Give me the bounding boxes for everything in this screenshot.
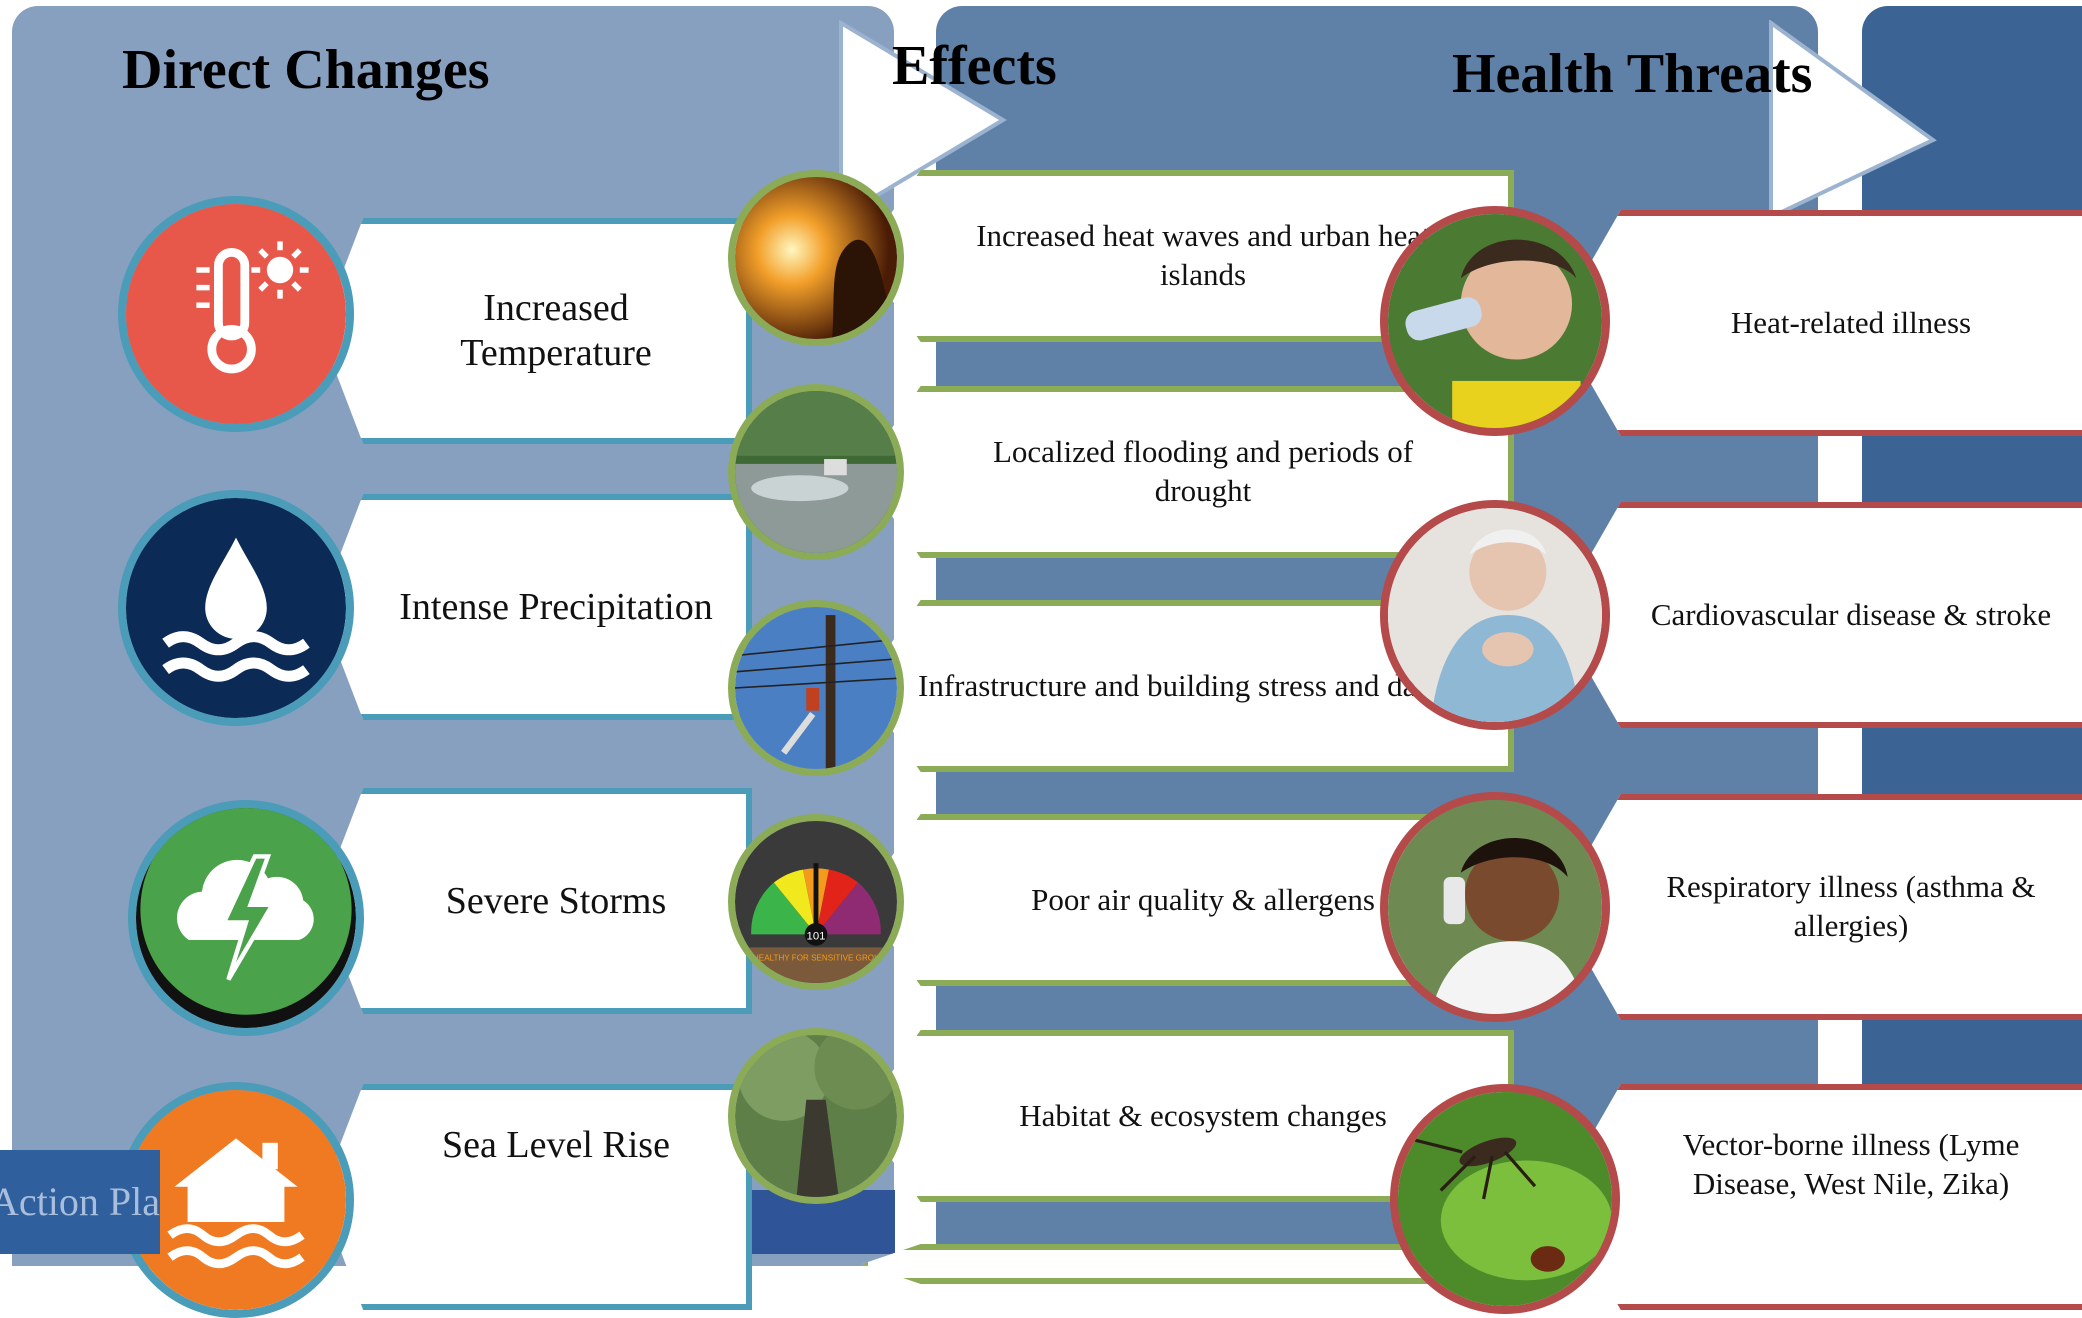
mosquito-tick-photo-icon	[1390, 1084, 1620, 1314]
effect-label: Habitat & ecosystem changes	[1019, 1097, 1387, 1133]
health-threat-card: Heat-related illness	[1556, 210, 2082, 436]
direct-change-label: Severe Storms	[445, 879, 667, 922]
health-threat-label: Cardiovascular disease & stroke	[1650, 596, 2052, 632]
effect-card: Localized flooding and periods of drough…	[862, 386, 1514, 558]
footer-text: Action Plan	[0, 1179, 160, 1224]
utility-pole-photo-icon	[728, 600, 904, 776]
thermometer-sun-icon	[118, 196, 354, 432]
air-quality-gauge-icon: 101 UNHEALTHY FOR SENSITIVE GROUPS	[728, 814, 904, 990]
effect-label: Infrastructure and building stress and d…	[918, 667, 1484, 703]
effect-label: Increased heat waves and urban heat isla…	[976, 218, 1430, 292]
header-direct-changes: Direct Changes	[122, 39, 490, 101]
health-threat-label: Heat-related illness	[1730, 304, 1972, 340]
direct-change-card: Intense Precipitation	[320, 494, 752, 720]
health-threat-card: Cardiovascular disease & stroke	[1556, 502, 2082, 728]
health-threat-card: Vector-borne illness (Lyme Disease, West…	[1556, 1084, 2082, 1310]
effect-card: Habitat & ecosystem changes	[862, 1030, 1514, 1202]
gauge-caption: UNHEALTHY FOR SENSITIVE GROUPS	[741, 953, 891, 962]
elderly-woman-chest-pain-photo-icon	[1380, 500, 1610, 730]
header-health-threats: Health Threats	[1452, 43, 1813, 105]
effect-label: Poor air quality & allergens	[1031, 881, 1375, 917]
header-effects: Effects	[892, 35, 1057, 97]
direct-change-label: Sea Level Rise	[442, 1123, 670, 1166]
health-threat-card: Respiratory illness (asthma & allergies)	[1556, 794, 2082, 1020]
sun-heat-photo-icon	[728, 170, 904, 346]
girl-using-inhaler-photo-icon	[1380, 792, 1610, 1022]
health-threat-label: Vector-borne illness (Lyme Disease, West…	[1682, 1127, 2020, 1201]
direct-change-label: Intense Precipitation	[399, 585, 713, 628]
chevron-arrow-icon	[839, 20, 1007, 220]
storm-cloud-lightning-icon	[128, 800, 364, 1036]
chevron-arrow-icon	[1769, 20, 1937, 220]
effect-label: Localized flooding and periods of drough…	[992, 434, 1414, 508]
direct-change-card: Severe Storms	[320, 788, 752, 1014]
tree-photo-icon	[728, 1028, 904, 1204]
child-drinking-water-photo-icon	[1380, 206, 1610, 436]
footer-tab: Action Plan	[0, 1150, 160, 1254]
gauge-value: 101	[807, 930, 826, 942]
direct-change-label: Increased Temperature	[460, 287, 652, 374]
direct-change-card: Sea Level Rise	[320, 1084, 752, 1310]
health-threat-label: Respiratory illness (asthma & allergies)	[1666, 869, 2036, 943]
direct-change-card: Increased Temperature	[320, 218, 752, 444]
water-drop-waves-icon	[118, 490, 354, 726]
flooded-road-photo-icon	[728, 384, 904, 560]
